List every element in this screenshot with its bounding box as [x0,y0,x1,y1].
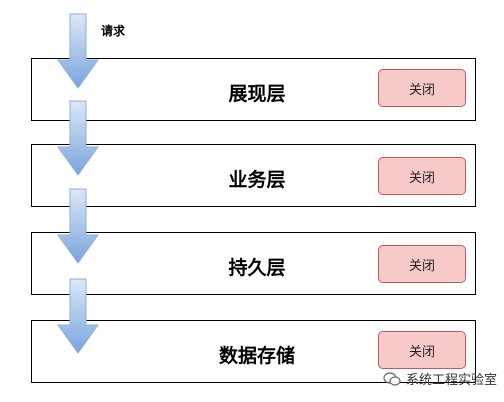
layer-label: 展现层 [228,83,286,105]
layer-data-storage: 数据存储 关闭 [31,320,476,383]
down-arrow-icon [57,13,99,89]
down-arrow-icon [57,100,99,176]
layer-presentation: 展现层 关闭 [31,58,476,121]
wechat-icon [383,371,401,386]
down-arrow-icon [57,188,99,264]
close-button[interactable]: 关闭 [378,157,466,195]
close-button[interactable]: 关闭 [378,245,466,283]
layer-label: 业务层 [228,169,286,191]
down-arrow-icon [57,278,99,354]
request-label: 请求 [101,24,126,38]
close-button[interactable]: 关闭 [378,69,466,107]
layer-label: 数据存储 [218,345,295,367]
watermark: 系统工程实验室 [383,369,497,388]
layer-business: 业务层 关闭 [31,144,476,207]
close-button[interactable]: 关闭 [378,331,466,369]
layer-label: 持久层 [228,257,286,279]
watermark-text: 系统工程实验室 [406,373,498,388]
layer-persistence: 持久层 关闭 [31,232,476,295]
